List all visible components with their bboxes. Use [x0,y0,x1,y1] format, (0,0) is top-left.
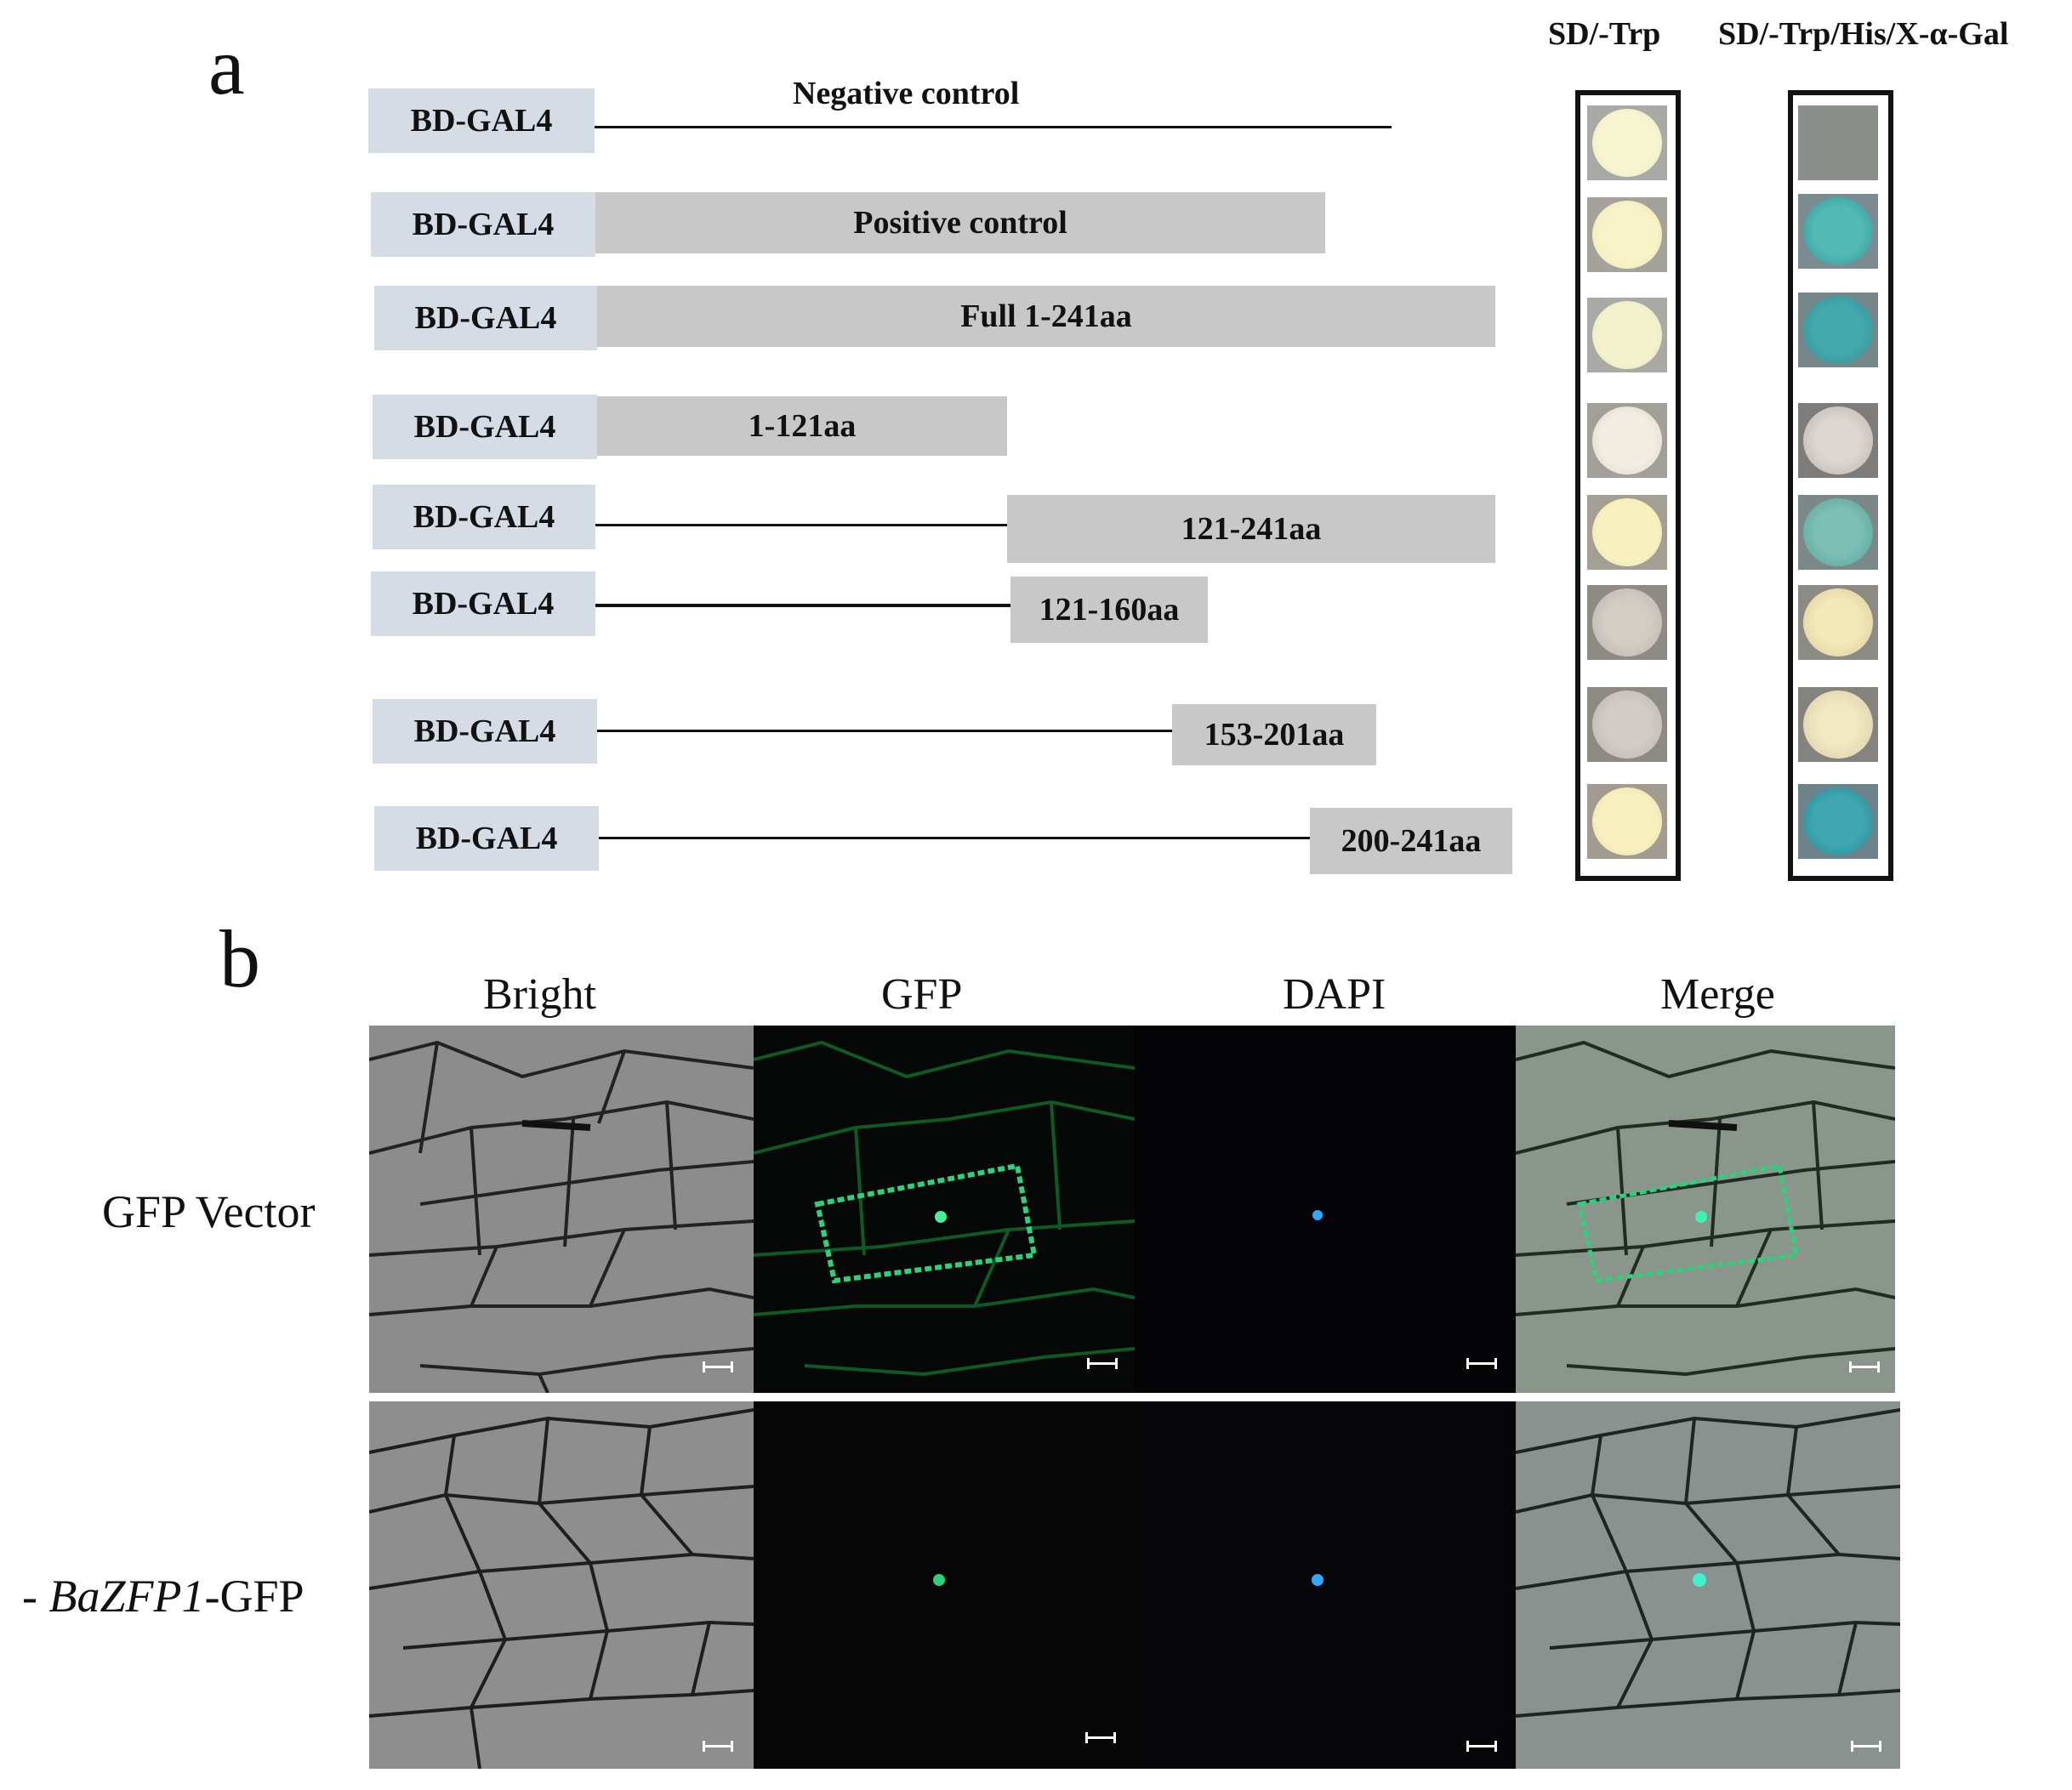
row-title-gene: BaZFP1 [48,1571,205,1622]
construct-line-121-160 [595,604,1012,607]
bd-gal4-box-negative: BD-GAL4 [368,88,595,153]
spot-cell-trp-2 [1587,197,1667,272]
colony-spot [1592,787,1662,855]
spot-cell-xgal-2 [1798,194,1878,269]
row-title-gfp-vector: GFP Vector [102,1185,316,1238]
header-sd-trp-his-xgal: SD/-Trp/His/X-α-Gal [1718,16,2009,52]
bd-gal4-box-121-241: BD-GAL4 [373,485,595,549]
spot-cell-xgal-5 [1798,495,1878,570]
construct-segment-full: Full 1-241aa [597,286,1495,347]
spot-cell-trp-4 [1587,403,1667,478]
cell-outline [1516,1408,1900,1718]
colony-spot-blue [1803,197,1873,265]
construct-line-200-241 [599,837,1310,839]
row-title-text: GFP Vector [102,1186,316,1237]
row-title-suffix: -GFP [204,1571,305,1622]
scale-bar [1085,1732,1116,1743]
bd-gal4-box-200-241: BD-GAL4 [374,806,599,871]
cell-outline [1516,1040,1895,1377]
cell-outline [369,1040,754,1393]
construct-segment-153-201: 153-201aa [1172,704,1376,765]
spot-cell-trp-8 [1587,784,1667,859]
micrograph-gfp-bazfp1 [754,1401,1135,1769]
scale-bar [1466,1741,1497,1752]
colony-spot-blue [1803,296,1873,364]
micrograph-dapi-bazfp1 [1135,1401,1516,1769]
colony-spot [1803,406,1873,474]
bd-gal4-box-positive: BD-GAL4 [371,192,595,257]
spot-cell-xgal-7 [1798,687,1878,762]
scale-bar [1087,1358,1118,1369]
micrograph-bright-bazfp1 [369,1401,754,1769]
header-sd-trp: SD/-Trp [1548,16,1661,52]
colony-spot [1592,201,1662,269]
scale-bar [703,1741,733,1752]
scale-bar [1466,1358,1497,1369]
spot-cell-xgal-1 [1798,105,1878,180]
micrograph-gfp-vector [754,1026,1135,1393]
bd-gal4-box-121-160: BD-GAL4 [371,571,595,636]
bd-gal4-box-1-121: BD-GAL4 [373,395,597,459]
spot-cell-trp-1 [1587,105,1667,180]
row-title-prefix: - [22,1571,37,1622]
nucleus-signal [1312,1210,1323,1220]
scale-bar [1849,1361,1880,1372]
construct-segment-positive: Positive control [595,192,1325,253]
bd-gal4-box-full: BD-GAL4 [374,286,597,350]
construct-line-negative [595,126,1392,128]
scale-bar [1851,1741,1881,1752]
construct-segment-200-241: 200-241aa [1310,808,1512,874]
construct-line-153-201 [597,730,1172,732]
bd-gal4-box-153-201: BD-GAL4 [373,699,597,764]
micrograph-bright-vector [369,1026,754,1393]
nucleus-signal [933,1574,945,1586]
spot-cell-xgal-8 [1798,784,1878,859]
spot-cell-xgal-4 [1798,403,1878,478]
construct-line-121-241 [595,524,1007,526]
column-title-gfp: GFP [881,970,963,1019]
micrograph-dapi-vector [1135,1026,1516,1393]
spot-cell-trp-6 [1587,585,1667,660]
colony-spot [1803,690,1873,759]
spot-cell-trp-7 [1587,687,1667,762]
micrograph-merge-vector [1516,1026,1895,1393]
cell-outline [754,1040,1135,1377]
construct-segment-121-160: 121-160aa [1010,577,1208,643]
colony-spot [1803,588,1873,656]
colony-spot [1592,406,1662,474]
colony-spot [1592,588,1662,656]
construct-label-negative: Negative control [793,76,1020,111]
row-title-bazfp1-gfp: - BaZFP1-GFP [22,1570,305,1622]
column-title-merge: Merge [1660,970,1775,1019]
construct-segment-121-241: 121-241aa [1007,495,1495,563]
colony-spot [1592,301,1662,369]
colony-spot [1592,109,1662,177]
panel-a-letter: a [208,20,245,111]
colony-spot [1592,690,1662,759]
panel-b-letter: b [219,913,260,1004]
nucleus-signal [1312,1574,1323,1586]
colony-spot-blue [1803,787,1873,855]
column-title-bright: Bright [483,970,596,1019]
spot-cell-xgal-6 [1798,585,1878,660]
scale-bar [703,1361,733,1372]
colony-spot [1592,498,1662,566]
cell-outline [369,1408,754,1769]
spot-cell-trp-5 [1587,495,1667,570]
spot-cell-trp-3 [1587,298,1667,372]
spot-cell-xgal-3 [1798,293,1878,367]
micrograph-merge-bazfp1 [1516,1401,1900,1769]
colony-spot-blue [1803,498,1873,566]
column-title-dapi: DAPI [1283,970,1386,1019]
construct-segment-1-121: 1-121aa [597,396,1007,456]
